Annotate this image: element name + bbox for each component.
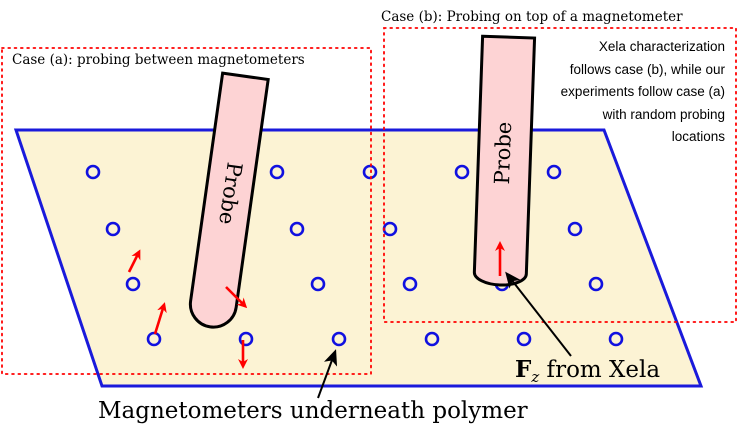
magnetometer	[238, 331, 254, 347]
magnetometer	[85, 164, 101, 180]
magnetometer	[310, 276, 326, 292]
case-b-box	[383, 27, 737, 323]
magnetometer	[362, 164, 378, 180]
polymer-sheet	[13, 128, 704, 388]
magnetometer	[516, 331, 532, 347]
magnetometer	[289, 221, 305, 237]
magnetometer	[402, 276, 418, 292]
magnetometer-pointer-arrow	[317, 349, 338, 399]
fz-subscript: z	[530, 368, 539, 386]
probe-b: Probe	[472, 34, 537, 287]
fz-label: Fz from Xela	[515, 356, 660, 386]
case-a-label: Case (a): probing between magnetometers	[12, 52, 305, 68]
magnetometer	[269, 164, 285, 180]
magnetometer	[424, 331, 440, 347]
magnetometer	[567, 221, 583, 237]
probe-a: Probe	[188, 71, 270, 329]
magnetometer	[331, 331, 347, 347]
magnetometer	[588, 276, 604, 292]
force-arrows	[127, 241, 505, 369]
fz-symbol: F	[515, 356, 532, 383]
fz-pointer-arrow	[505, 271, 572, 357]
magnetometer	[546, 164, 562, 180]
magnetometer	[454, 164, 470, 180]
probe-a-body	[188, 71, 270, 329]
magnetometers-label: Magnetometers underneath polymer	[98, 398, 528, 424]
magnetometer-grid	[85, 164, 624, 347]
force-arrow	[225, 286, 248, 309]
force-arrow	[127, 249, 141, 273]
probe-b-label: Probe	[490, 121, 516, 184]
magnetometer	[608, 331, 624, 347]
case-a-box	[1, 47, 372, 375]
fz-rest: from Xela	[539, 357, 660, 383]
case-b-label: Case (b): Probing on top of a magnetomet…	[381, 9, 683, 25]
probe-b-body	[472, 34, 537, 287]
xela-note: Xela characterization follows case (b), …	[560, 39, 725, 144]
magnetometer	[125, 276, 141, 292]
magnetometer	[105, 221, 121, 237]
force-arrow	[153, 302, 167, 335]
